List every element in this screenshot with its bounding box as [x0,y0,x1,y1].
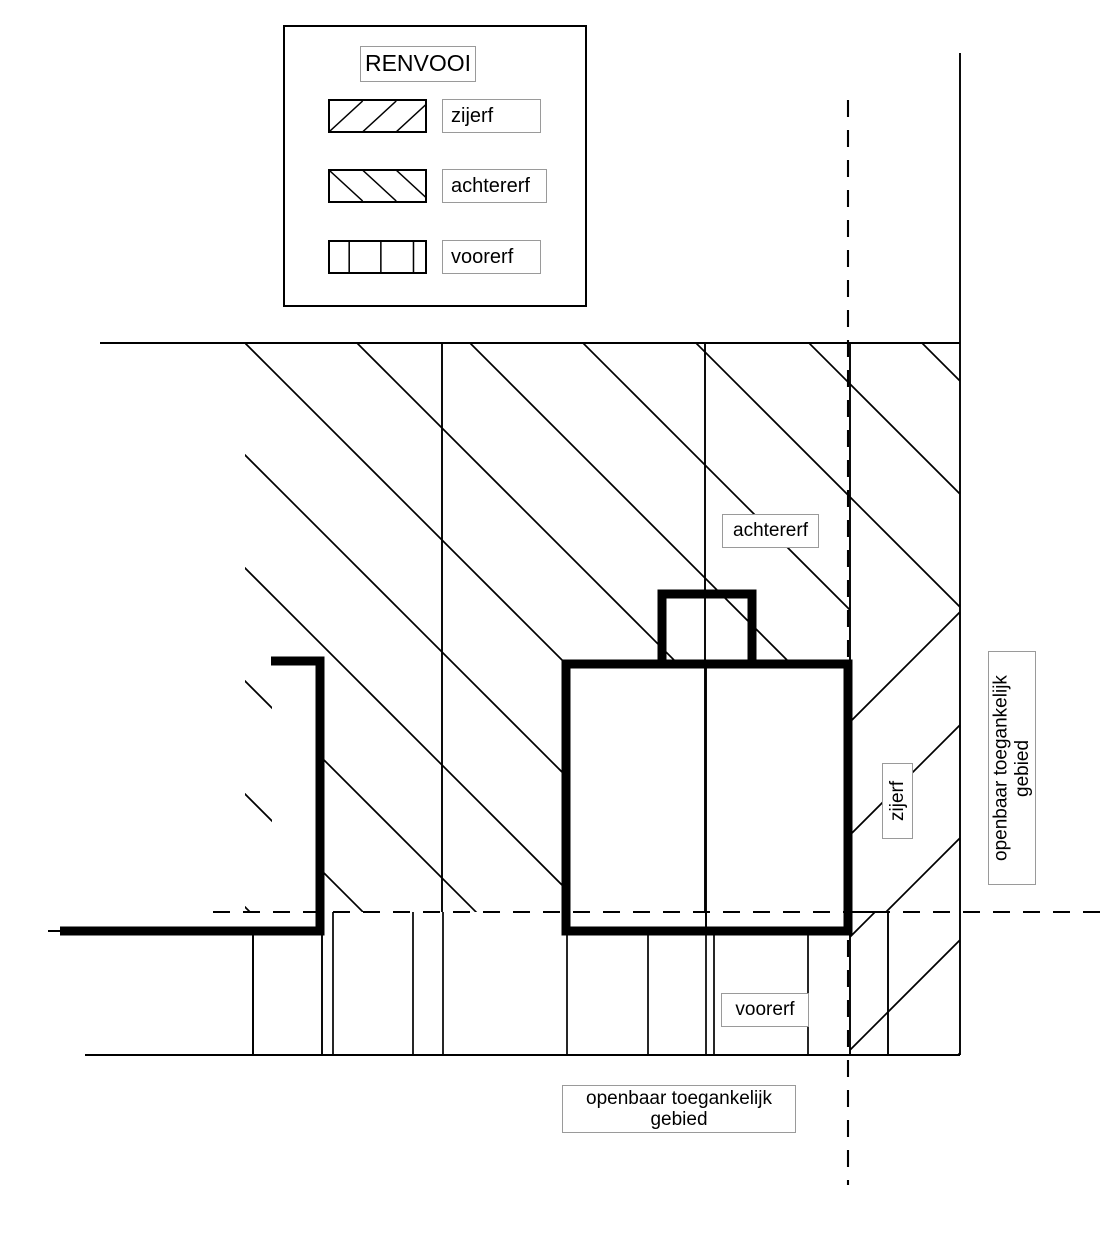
map-label-openbaar-toegankelijk-gebied-oost: openbaar toegankelijk gebied [988,651,1036,885]
legend-swatch-achtererf [328,169,427,203]
legend-label-voorerf: voorerf [442,240,541,274]
legend-swatch-zijerf [328,99,427,133]
left-building [60,656,325,936]
achtererf-hatch [245,343,850,912]
legend-title: RENVOOI [360,46,476,82]
map-label-zijerf: zijerf [882,763,913,839]
legend-label-zijerf: zijerf [442,99,541,133]
legend-label-achtererf: achtererf [442,169,547,203]
legend-swatch-voorerf [328,240,427,274]
map-label-openbaar-toegankelijk-gebied-zuid: openbaar toegankelijk gebied [562,1085,796,1133]
main-building [561,589,853,936]
dashed-lines [213,100,1104,1185]
map-label-voorerf: voorerf [721,993,809,1027]
map-label-achtererf: achtererf [722,514,819,548]
